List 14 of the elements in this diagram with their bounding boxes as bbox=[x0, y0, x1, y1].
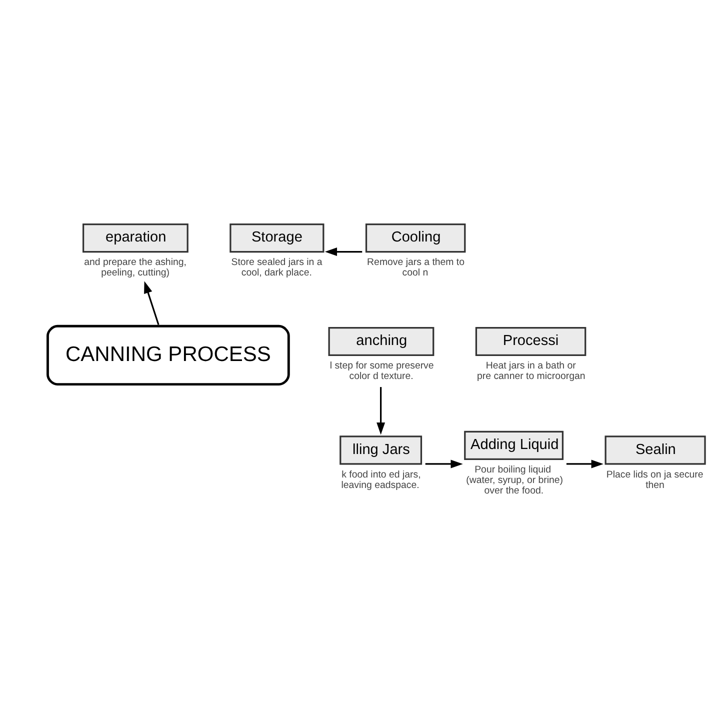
arrow bbox=[144, 280, 160, 324]
node-label: Store sealed jars in a cool, dark place. bbox=[231, 256, 322, 278]
arrow bbox=[324, 247, 362, 256]
node-box: CANNING PROCESS bbox=[46, 324, 290, 386]
node-label: Pour boiling liquid (water, syrup, or brine) over the food. bbox=[466, 464, 564, 496]
node-label: and prepare the ashing, peeling, cutting) bbox=[84, 256, 186, 278]
node-label: Remove jars a them to cool n bbox=[367, 256, 465, 278]
node-label: k food into ed jars, leaving eadspace. bbox=[341, 468, 421, 490]
arrow bbox=[425, 459, 463, 468]
node-label: l step for some preserve color d texture. bbox=[330, 360, 434, 382]
arrow bbox=[376, 386, 386, 434]
node-label: Heat jars in a bath or pre canner to microorgan bbox=[477, 360, 586, 382]
node-label: Place lids on ja secure then bbox=[606, 468, 704, 490]
arrow bbox=[566, 459, 604, 468]
